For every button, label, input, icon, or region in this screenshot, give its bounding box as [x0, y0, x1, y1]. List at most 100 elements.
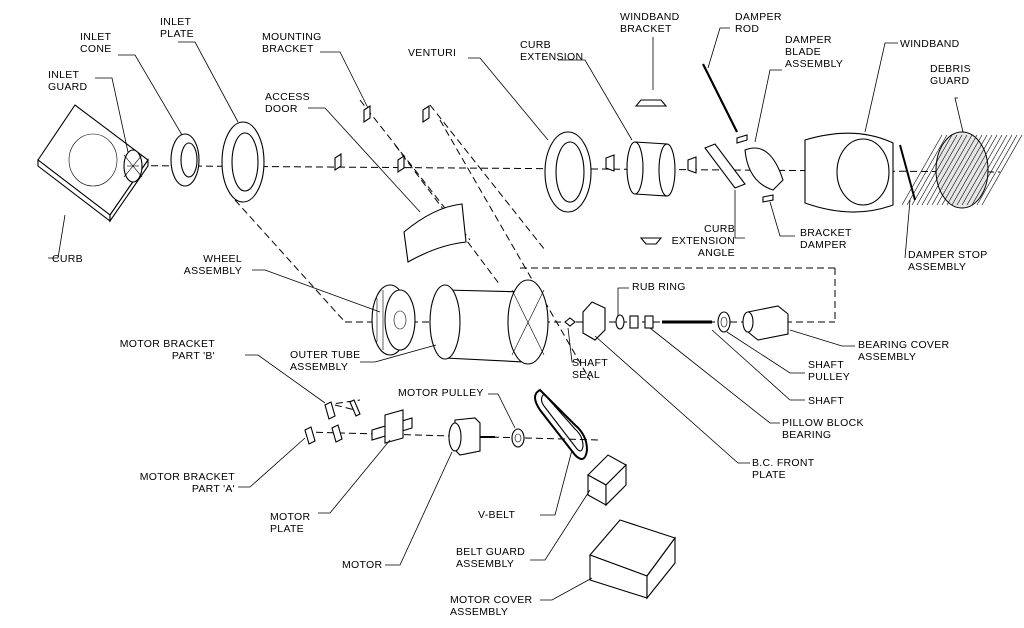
label-line: OUTER TUBE	[290, 349, 360, 361]
label-line: BEARING	[782, 429, 831, 441]
label-venturi: VENTURI	[408, 47, 456, 59]
motor-bracket-a-parts	[304, 424, 343, 445]
windband-part	[804, 132, 894, 213]
label-line: ASSEMBLY	[290, 361, 348, 373]
label-line: CURB	[520, 39, 551, 51]
label-line: RUB RING	[632, 281, 686, 293]
label-line: V-BELT	[478, 509, 515, 521]
label-line: B.C. FRONT	[752, 457, 815, 469]
label-line: DOOR	[265, 103, 298, 115]
label-line: DAMPER	[735, 11, 782, 23]
label-line: SHAFT	[808, 395, 844, 407]
label-line: BRACKET	[620, 23, 672, 35]
label-line: ROD	[735, 23, 759, 35]
mounting-bracket-parts	[334, 104, 430, 174]
label-line: ACCESS	[265, 91, 310, 103]
label-line: BEARING COVER	[858, 339, 950, 351]
motor-plate-part	[371, 409, 413, 444]
label-line: VENTURI	[408, 47, 456, 59]
belt-guard-part	[587, 454, 627, 507]
venturi-part	[544, 131, 592, 213]
outer-tube-part	[429, 279, 549, 365]
label-line: ASSEMBLY	[908, 261, 966, 273]
damper-blade-part	[736, 134, 784, 203]
label-line: BRACKET	[800, 227, 852, 239]
label-line: GUARD	[48, 81, 88, 93]
inlet-plate-part	[221, 121, 265, 203]
label-line: MOTOR	[342, 559, 383, 571]
label-line: MOUNTING	[262, 31, 322, 43]
label-line: PILLOW BLOCK	[782, 417, 864, 429]
pillow-block-parts	[629, 315, 654, 329]
label-line: ASSEMBLY	[858, 351, 916, 363]
label-line: DAMPER	[800, 239, 847, 251]
label-line: CURB	[704, 223, 735, 235]
label-line: EXTENSION	[520, 51, 583, 63]
label-line: SHAFT	[808, 359, 844, 371]
label-line: MOTOR BRACKET	[120, 338, 216, 350]
wheel-assembly-part	[371, 284, 416, 356]
label-line: ASSEMBLY	[785, 58, 843, 70]
label-line: SHAFT	[572, 357, 608, 369]
label-line: DAMPER	[785, 34, 832, 46]
label-line: ASSEMBLY	[184, 265, 242, 277]
bearing-cover-part	[742, 305, 789, 341]
motor-pulley-part	[511, 428, 525, 448]
curb-extension-part	[605, 141, 697, 197]
inlet-guard-part	[123, 149, 143, 183]
rub-ring-part	[615, 314, 625, 330]
bc-front-plate-part	[582, 301, 606, 341]
label-line: MOTOR BRACKET	[140, 471, 236, 483]
label-line: WINDBAND	[620, 11, 680, 23]
windband-bracket-parts	[634, 99, 668, 245]
label-line: PLATE	[160, 28, 194, 40]
label-line: INLET	[160, 16, 192, 28]
label-line: CONE	[80, 43, 112, 55]
shaft-pulley-part	[717, 311, 731, 333]
label-curb: CURB	[52, 253, 83, 265]
motor-part	[448, 417, 495, 456]
label-line: BRACKET	[262, 43, 314, 55]
label-motor-pulley: MOTOR PULLEY	[398, 387, 484, 399]
damper-rod-part	[702, 63, 738, 133]
access-door-part	[403, 203, 467, 263]
label-v-belt: V-BELT	[478, 509, 515, 521]
label-line: MOTOR	[270, 511, 311, 523]
label-line: MOTOR PULLEY	[398, 387, 484, 399]
label-line: EXTENSION	[672, 235, 735, 247]
debris-guard-part	[901, 131, 1023, 209]
label-motor: MOTOR	[342, 559, 383, 571]
label-line: CURB	[52, 253, 83, 265]
label-line: WINDBAND	[900, 38, 960, 50]
label-line: PLATE	[270, 523, 304, 535]
label-line: PART 'B'	[172, 350, 215, 362]
damper-stop-part	[899, 144, 916, 201]
label-line: PART 'A'	[192, 483, 235, 495]
label-line: WHEEL	[203, 253, 242, 265]
motor-bracket-b-parts	[324, 399, 361, 420]
label-line: ASSEMBLY	[450, 606, 508, 618]
